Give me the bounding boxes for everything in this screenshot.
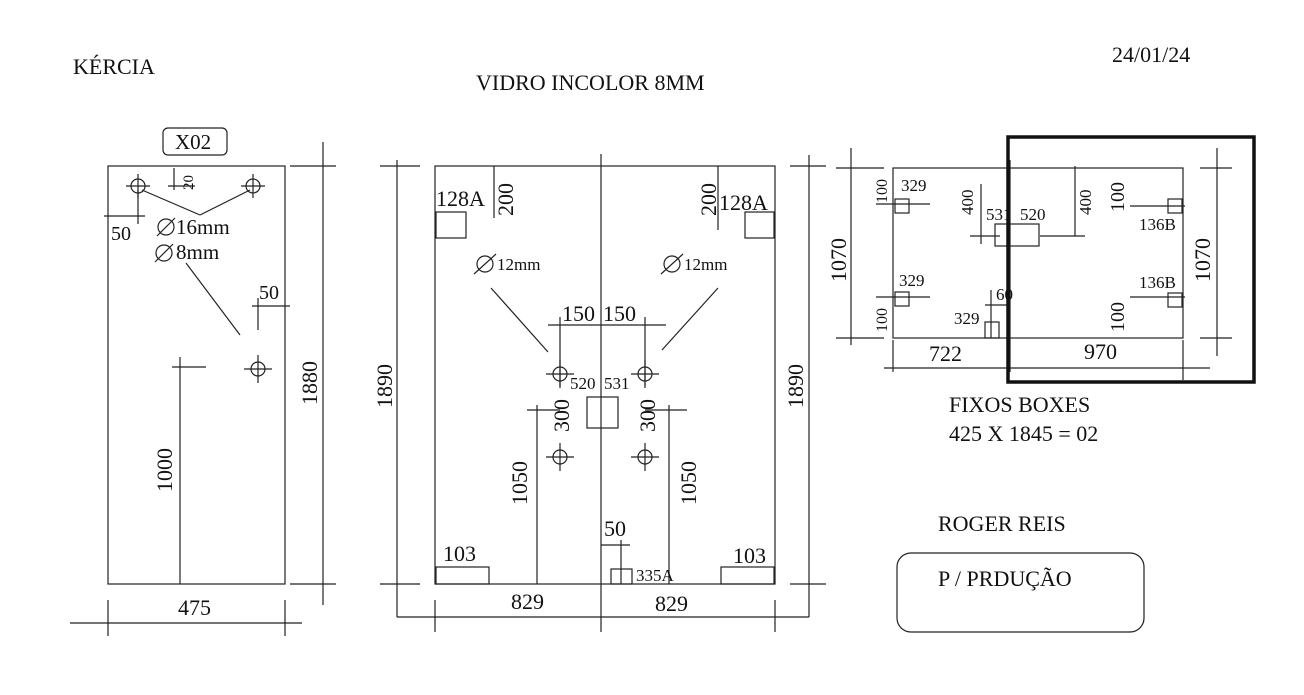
label-103-right: 103 (733, 543, 766, 568)
dim-1070-left: 1070 (826, 238, 851, 282)
dim-1070-right: 1070 (1190, 238, 1215, 282)
floor-fitting-cutout (610, 568, 633, 585)
dim-200-left: 200 (493, 183, 518, 216)
fitting-cutout-top-right (1167, 198, 1183, 214)
dim-970: 970 (1084, 339, 1117, 364)
hole-marker-top-right (241, 174, 265, 198)
dim-829-left: 829 (511, 589, 544, 614)
diameter-12-right: 12mm (660, 253, 727, 275)
dim-100-bottom-right: 100 (1107, 302, 1129, 332)
label-520: 520 (570, 374, 596, 393)
handle-hole-top-left (546, 360, 574, 388)
dim-1890-left: 1890 (372, 364, 397, 408)
hinge-cutout-top-right (744, 211, 775, 239)
dim-100-top-right: 100 (1107, 182, 1129, 212)
dim-829-right: 829 (655, 591, 688, 616)
fitting-cutout-mid-left (894, 291, 910, 307)
handle-hole-top-right (631, 360, 659, 388)
label-329-top: 329 (901, 176, 927, 195)
middle-panel: 1890 1890 829 829 128A 200 128A 200 12mm… (372, 154, 826, 632)
dim-1880: 1880 (297, 361, 322, 405)
label-128a-right: 128A (719, 190, 768, 215)
label-531: 531 (604, 374, 630, 393)
hinge-cutout-bottom-left (435, 566, 490, 585)
dim-1890-right: 1890 (783, 364, 808, 408)
drawing-date: 24/01/24 (1112, 42, 1190, 67)
lock-cutout (586, 396, 619, 429)
client-name: KÉRCIA (73, 54, 155, 79)
svg-text:12mm: 12mm (497, 255, 540, 274)
label-128a-left: 128A (436, 186, 485, 211)
right-panel: 1070 1070 329 100 329 100 400 400 531 52… (826, 135, 1256, 384)
dim-150-right: 150 (603, 301, 636, 326)
handle-hole-bottom-left (546, 443, 574, 471)
lock-cutout-fixed (994, 223, 1040, 247)
dim-1050-right: 1050 (676, 461, 701, 505)
dim-200-right: 200 (696, 183, 721, 216)
fixos-dimensions: 425 X 1845 = 02 (949, 421, 1098, 446)
svg-text:16mm: 16mm (176, 215, 230, 239)
material-title: VIDRO INCOLOR 8MM (476, 70, 705, 95)
dim-1050-left: 1050 (507, 461, 532, 505)
dim-722: 722 (929, 341, 962, 366)
panel-code: X02 (175, 130, 211, 154)
dim-20: 20 (181, 175, 197, 190)
fitting-cutout-bottom-mid (984, 321, 1000, 339)
hinge-cutout-bottom-right (720, 566, 775, 585)
fixos-title: FIXOS BOXES (949, 392, 1090, 417)
label-103-left: 103 (443, 541, 476, 566)
svg-text:8mm: 8mm (176, 240, 219, 264)
diameter-8-label: 8mm (154, 240, 219, 264)
label-329-bottom: 329 (954, 309, 980, 328)
dim-50-middle: 50 (604, 516, 626, 541)
right-panel-outline (892, 167, 1184, 339)
label-531-right: 531 (986, 205, 1012, 224)
dim-100-bottom-left: 100 (874, 308, 891, 332)
panel-code-badge (162, 127, 228, 156)
diameter-16-label: 16mm (156, 215, 230, 239)
author-name: ROGER REIS (938, 511, 1066, 536)
label-329-mid: 329 (899, 271, 925, 290)
dim-400-left: 400 (958, 190, 977, 216)
label-520-right: 520 (1020, 205, 1046, 224)
dim-475: 475 (178, 595, 211, 620)
fitting-cutout-top-left (894, 198, 910, 214)
left-panel-outline (107, 165, 286, 585)
status-box (896, 552, 1145, 633)
dim-150-left: 150 (562, 301, 595, 326)
dim-50-right: 50 (259, 282, 279, 304)
label-335a: 335A (636, 566, 675, 585)
status-label: P / PRDUÇÃO (938, 566, 1072, 591)
diameter-12-left: 12mm (473, 253, 540, 275)
dim-1000: 1000 (152, 448, 177, 492)
label-136b-bottom: 136B (1139, 273, 1176, 292)
handle-hole-bottom-right (631, 443, 659, 471)
middle-panel-outline (434, 165, 776, 585)
label-136b-top: 136B (1139, 215, 1176, 234)
highlight-frame (1006, 135, 1256, 384)
hinge-cutout-top-left (435, 211, 467, 239)
dim-300-left: 300 (549, 399, 574, 432)
dim-100-top-left: 100 (874, 179, 891, 203)
dim-50-left: 50 (111, 223, 131, 245)
svg-text:12mm: 12mm (684, 255, 727, 274)
left-panel: X02 20 50 16mm (70, 127, 336, 636)
dim-300-right: 300 (635, 399, 660, 432)
fitting-cutout-bottom-right (1167, 292, 1183, 308)
hole-marker-middle (244, 355, 272, 383)
dim-400-right: 400 (1076, 190, 1095, 216)
